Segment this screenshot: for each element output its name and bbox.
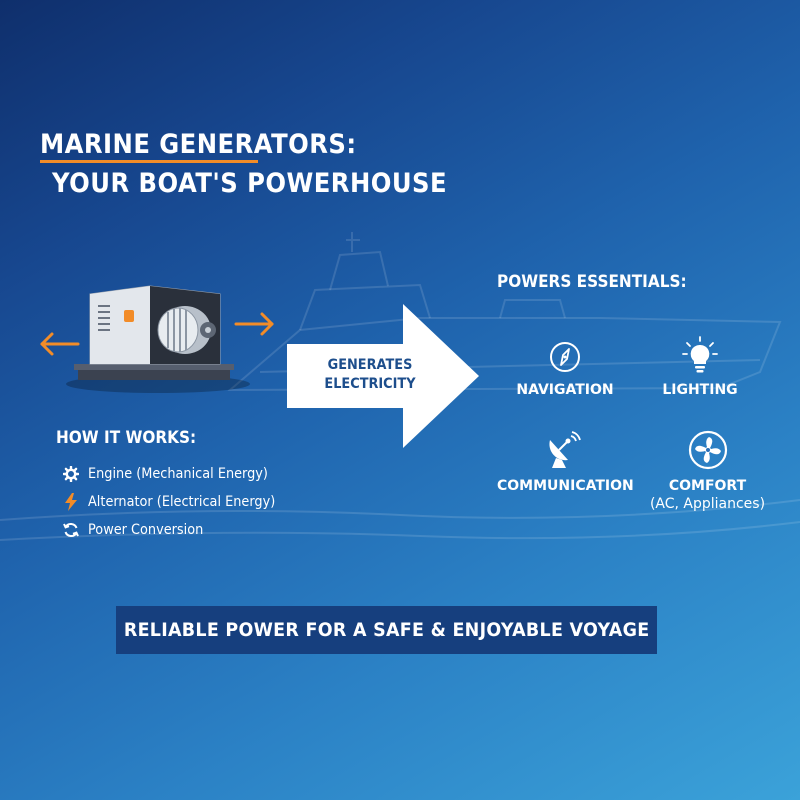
how-item-engine: Engine (Mechanical Energy) (88, 466, 268, 482)
essential-navigation: NAVIGATION (510, 340, 620, 398)
page-title-line2: YOUR BOAT'S POWERHOUSE (52, 168, 448, 199)
refresh-icon (60, 521, 82, 539)
essential-sublabel: (AC, Appliances) (649, 496, 766, 512)
list-item: Alternator (Electrical Energy) (60, 488, 292, 516)
essential-label: COMMUNICATION (497, 478, 634, 494)
how-item-alternator: Alternator (Electrical Energy) (88, 494, 276, 510)
gear-icon (60, 465, 82, 483)
left-arrow-icon (40, 332, 80, 356)
essential-label: COMFORT (668, 478, 747, 494)
how-it-works-list: Engine (Mechanical Energy) Alternator (E… (60, 460, 292, 544)
essential-comfort: COMFORT (AC, Appliances) (645, 430, 770, 512)
arrow-label: GENERATES ELECTRICITY (310, 356, 430, 394)
list-item: Power Conversion (60, 516, 292, 544)
powers-essentials-title: POWERS ESSENTIALS: (497, 272, 687, 292)
essential-communication: COMMUNICATION (497, 430, 634, 494)
list-item: Engine (Mechanical Energy) (60, 460, 292, 488)
how-it-works-title: HOW IT WORKS: (56, 428, 197, 448)
essential-label: NAVIGATION (516, 382, 614, 398)
generator-illustration (40, 285, 274, 393)
bottom-banner: RELIABLE POWER FOR A SAFE & ENJOYABLE VO… (116, 606, 657, 654)
essential-lighting: LIGHTING (655, 336, 745, 398)
lightning-icon (60, 493, 82, 511)
title-block: MARINE GENERATORS: YOUR BOAT'S POWERHOUS… (40, 128, 491, 201)
arrow-label-line1: GENERATES (327, 357, 413, 373)
banner-text: RELIABLE POWER FOR A SAFE & ENJOYABLE VO… (123, 619, 650, 641)
how-item-power-conversion: Power Conversion (88, 522, 204, 538)
compass-icon (550, 342, 580, 372)
fan-icon (688, 430, 727, 470)
satellite-dish-icon (549, 431, 581, 468)
right-arrow-icon (234, 312, 274, 336)
arrow-label-line2: ELECTRICITY (324, 376, 416, 392)
page-title-line1: MARINE GENERATORS: (40, 129, 357, 160)
essential-label: LIGHTING (662, 382, 738, 398)
lightbulb-icon (682, 336, 718, 373)
generates-electricity-arrow (287, 304, 479, 448)
title-underline (40, 160, 258, 163)
